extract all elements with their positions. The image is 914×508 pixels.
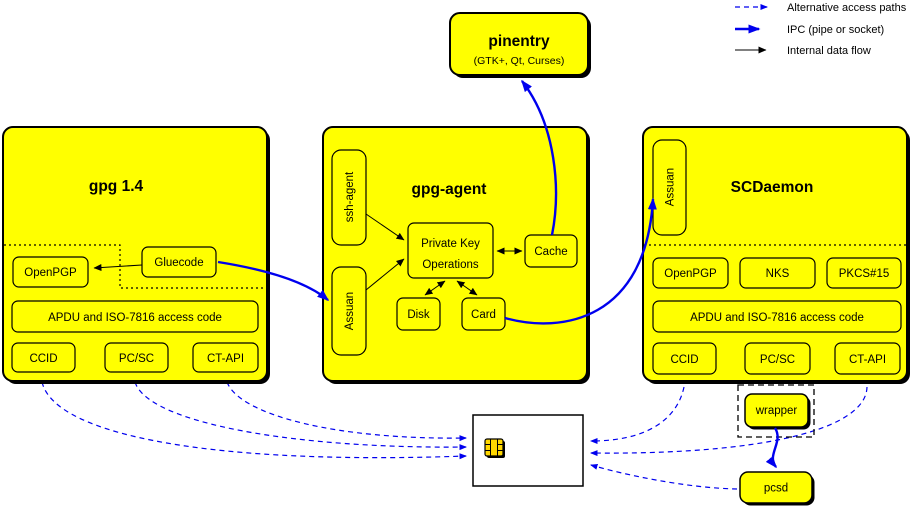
ipc-card-to-scdaemon-assuan	[504, 197, 657, 325]
pinentry-title: pinentry	[488, 33, 550, 50]
gpg-agent-pko-line2: Operations	[422, 259, 479, 271]
scdaemon-ccid-label: CCID	[670, 354, 698, 366]
gpg14-pcsc-label: PC/SC	[119, 353, 154, 365]
scdaemon-nks-label: NKS	[766, 268, 790, 280]
arrow-assuan-to-pko	[365, 258, 405, 291]
ipc-wrapper-to-pcsd	[765, 427, 779, 469]
scdaemon-assuan-label: Assuan	[665, 168, 677, 206]
gpg-agent-assuan-rect	[331, 266, 367, 356]
smartcard-chip-body	[484, 438, 504, 457]
legend-label-ipc: IPC (pipe or socket)	[787, 24, 884, 36]
gpg-agent-internal-arrows	[365, 213, 523, 296]
gpg-agent-card-label: Card	[471, 309, 496, 321]
gpg-agent-pko-line1: Private Key	[421, 238, 480, 250]
scdaemon-title: SCDaemon	[731, 179, 814, 196]
arrow-pko-card	[456, 280, 478, 296]
ipc-arrows	[217, 79, 779, 469]
legend: Alternative access paths IPC (pipe or so…	[735, 2, 907, 57]
scdaemon-apdu-label: APDU and ISO-7816 access code	[690, 312, 864, 324]
pinentry-subtitle: (GTK+, Qt, Curses)	[474, 55, 565, 67]
gpg14-ccid-label: CCID	[29, 353, 57, 365]
scdaemon-openpgp-label: OpenPGP	[664, 268, 717, 280]
gpg-agent-assuan-label: Assuan	[344, 292, 356, 330]
pinentry-box: pinentry (GTK+, Qt, Curses)	[449, 12, 591, 78]
gpg14-ccid-rect	[11, 342, 76, 373]
path-gpg14-ctapi-to-card	[226, 381, 467, 442]
scdaemon-nks-rect	[739, 257, 816, 289]
gpg14-dotted-separator	[4, 244, 266, 289]
scdaemon-pkcs15-rect	[826, 257, 902, 289]
path-scd-ctapi-to-card	[590, 386, 868, 457]
gpg-agent-box: gpg-agent ssh-agent Assuan Private Key O…	[322, 126, 590, 384]
gpg14-openpgp-label: OpenPGP	[24, 267, 77, 279]
wrapper-box: wrapper	[737, 384, 815, 438]
arrow-sshagent-to-pko	[365, 213, 405, 241]
path-gpg14-ccid-to-card	[41, 381, 467, 460]
pcsd-label: pcsd	[764, 483, 788, 495]
gpg-agent-title: gpg-agent	[412, 181, 487, 198]
gpg14-openpgp-rect	[12, 256, 89, 288]
scdaemon-pkcs15-label: PKCS#15	[839, 268, 890, 280]
pcsd-rect	[739, 471, 813, 504]
gpg-agent-cache-label: Cache	[534, 246, 567, 258]
arrow-gluecode-to-openpgp	[93, 264, 143, 272]
pinentry-rect	[449, 12, 589, 76]
smartcard-chip-icon	[484, 438, 505, 458]
gpg-agent-ssh-agent-rect	[331, 149, 367, 246]
ipc-cache-to-pinentry	[521, 79, 558, 236]
arrow-pko-disk	[424, 280, 446, 296]
gpg14-apdu-label: APDU and ISO-7816 access code	[48, 312, 222, 324]
path-scd-ccid-to-card	[590, 386, 685, 444]
scdaemon-ccid-rect	[652, 342, 717, 375]
gpg14-box: gpg 1.4 OpenPGP Gluecode APDU and ISO-78…	[2, 126, 270, 384]
legend-label-alternative: Alternative access paths	[787, 2, 907, 14]
gpg14-gluecode-rect	[141, 246, 217, 278]
scdaemon-ctapi-rect	[834, 342, 901, 375]
smartcard	[472, 414, 584, 487]
ipc-gluecode-to-gpgagent-assuan	[217, 260, 330, 301]
wrapper-dashed-outline	[737, 384, 815, 438]
scdaemon-box: SCDaemon Assuan OpenPGP NKS PKCS#15 APDU…	[642, 126, 910, 384]
gpg14-title: gpg 1.4	[89, 178, 144, 195]
gpg14-ctapi-label: CT-API	[207, 353, 244, 365]
gpg-agent-cache-rect	[524, 234, 578, 268]
path-gpg14-pcsc-to-card	[134, 381, 467, 451]
scdaemon-openpgp-rect	[652, 257, 729, 289]
gpg14-ctapi-rect	[192, 342, 259, 373]
gpg14-pcsc-rect	[104, 342, 169, 373]
legend-label-internal: Internal data flow	[787, 45, 871, 57]
gpg14-apdu-rect	[11, 300, 259, 333]
wrapper-rect	[744, 393, 809, 428]
path-pcsd-to-card	[590, 463, 738, 490]
pcsd-box: pcsd	[739, 471, 815, 506]
scdaemon-assuan-rect	[652, 139, 687, 236]
scdaemon-pcsc-label: PC/SC	[760, 354, 795, 366]
gpg-agent-disk-label: Disk	[407, 309, 430, 321]
scdaemon-ctapi-label: CT-API	[849, 354, 886, 366]
alternative-access-paths	[41, 381, 868, 490]
gpg-agent-pko-rect	[407, 222, 494, 279]
wrapper-label: wrapper	[755, 405, 798, 417]
scdaemon-pcsc-rect	[744, 342, 811, 375]
gpg14-gluecode-label: Gluecode	[154, 257, 203, 269]
gpg-agent-ssh-agent-label: ssh-agent	[344, 171, 356, 222]
scdaemon-apdu-rect	[652, 300, 902, 333]
gpg-agent-card-rect	[461, 297, 506, 331]
smartcard-chip-contacts	[485, 439, 503, 456]
gpg-agent-disk-rect	[396, 297, 441, 331]
